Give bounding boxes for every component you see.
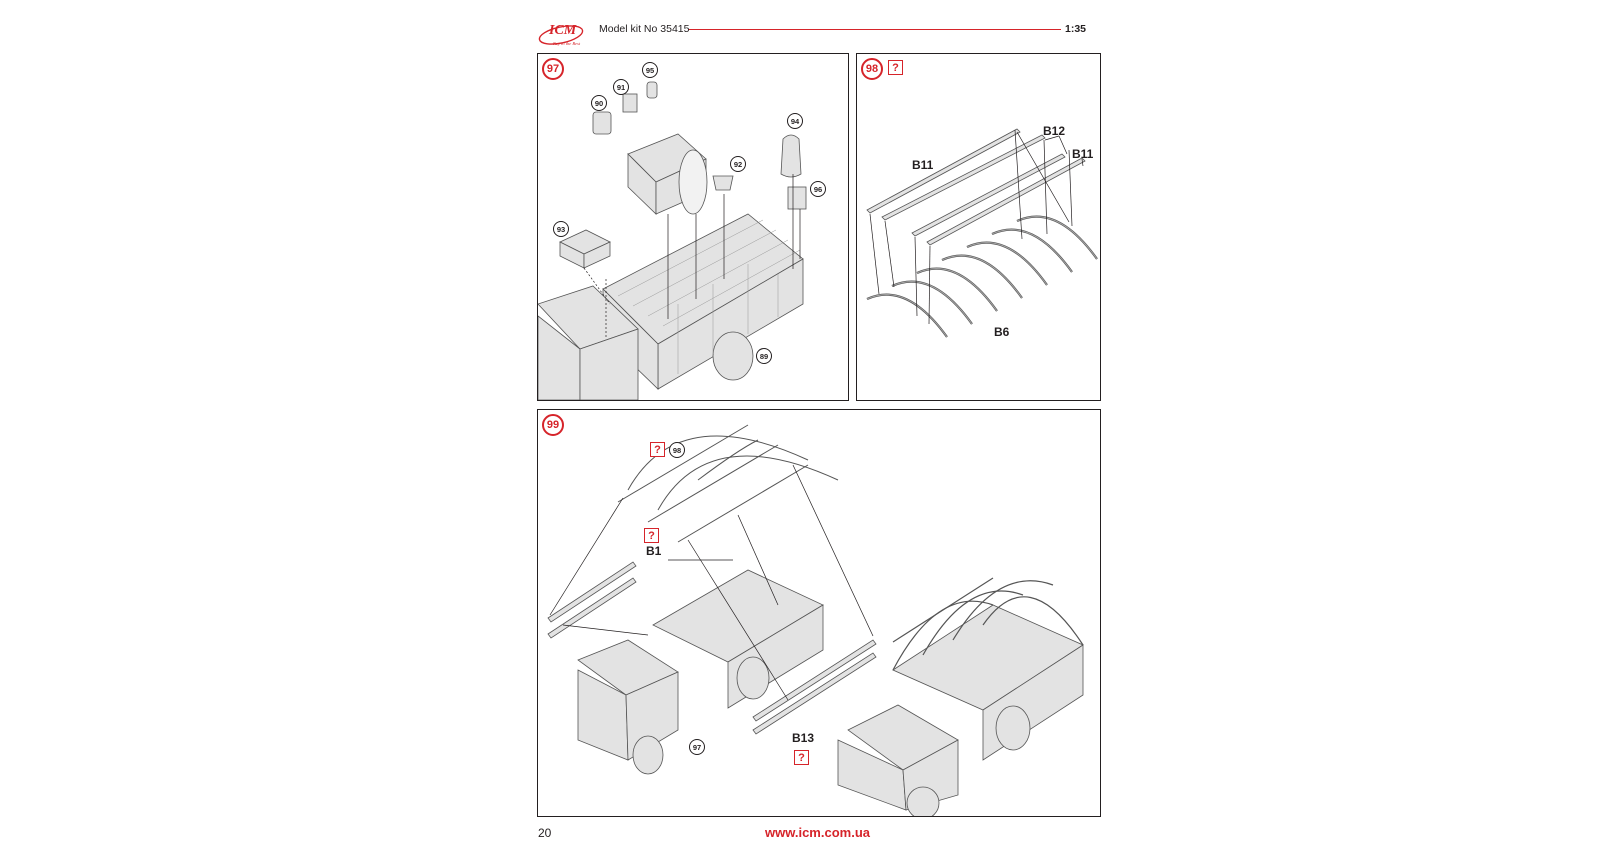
page-number: 20 [538,826,552,840]
question-mark-box: ? [888,60,903,75]
step-98-panel: 98 ? B12 B11 B11 B6 [856,53,1101,401]
page-header: ICM Key to the Best Model kit No 35415 1… [537,18,1097,58]
header-rule [689,29,1061,30]
part-callout: 92 [730,156,746,172]
part-callout: 91 [613,79,629,95]
step-99-panel: 99 ? 98 ? B1 97 B13 ? [537,409,1101,817]
step-97-drawing [538,81,807,400]
question-mark-box: ? [794,750,809,765]
website-link[interactable]: www.icm.com.ua [765,825,870,840]
step-99-drawing [547,424,1084,816]
part-callout: 94 [787,113,803,129]
logo-text: ICM [548,23,577,38]
part-callout: 89 [756,348,772,364]
part-callout: 93 [553,221,569,237]
question-mark-box: ? [650,442,665,457]
step-97-panel: 97 95 91 90 94 92 96 93 89 [537,53,849,401]
part-label: B13 [792,731,815,745]
part-callout: 96 [810,181,826,197]
step-number-badge: 99 [542,414,564,436]
step-98-drawing [866,128,1098,338]
part-label: B6 [994,325,1010,339]
kit-scale: 1:35 [1065,23,1087,35]
model-kit-number: Model kit No 35415 [599,23,690,35]
part-label: B11 [912,158,934,172]
step-number-badge: 97 [542,58,564,80]
step-number-badge: 98 [861,58,883,80]
part-callout: 95 [642,62,658,78]
part-label: B1 [646,544,662,558]
part-callout: 97 [689,739,705,755]
reference-callout: 98 [669,442,685,458]
question-mark-box: ? [644,528,659,543]
part-callout: 90 [591,95,607,111]
part-label: B12 [1043,124,1066,138]
part-label: B11 [1072,147,1094,161]
logo-tagline: Key to the Best [552,41,581,46]
icm-logo: ICM Key to the Best [538,23,584,46]
